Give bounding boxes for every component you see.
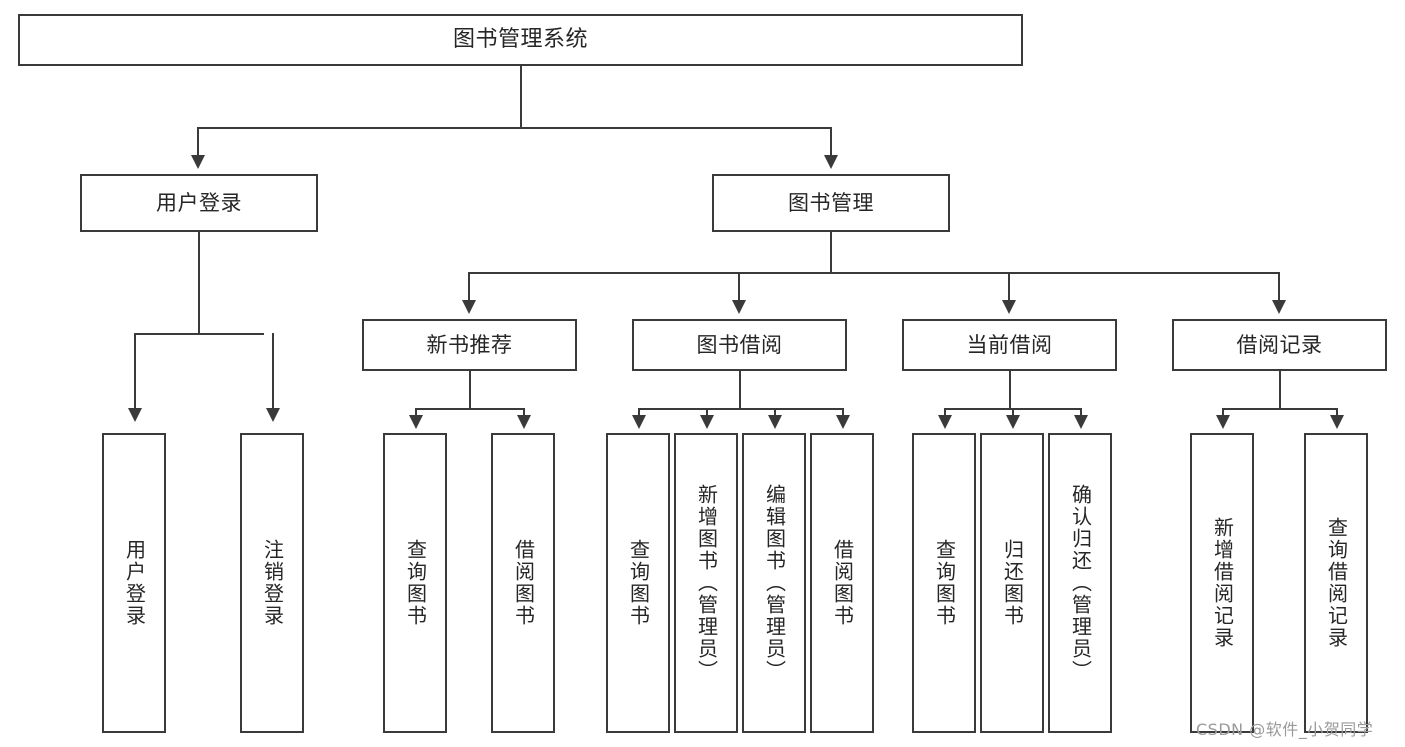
arrowhead-to-current-borrow	[1002, 300, 1016, 314]
leaf-current-query-book[interactable]: 查询图书	[912, 433, 976, 733]
node-label: 图书借阅	[696, 332, 783, 357]
node-label: 查询图书	[932, 539, 957, 627]
leaf-records-query-record[interactable]: 查询借阅记录	[1304, 433, 1368, 733]
node-label: 编辑图书（管理员）	[762, 484, 787, 682]
connector-current-borrow-drop-1	[944, 408, 946, 420]
arrowhead-book-borrow-leaf-1	[632, 415, 646, 429]
arrowhead-current-borrow-leaf-1	[938, 415, 952, 429]
arrowhead-current-borrow-leaf-3	[1074, 415, 1088, 429]
connector-borrow-records-drop-1	[1222, 408, 1224, 420]
node-label: 当前借阅	[966, 332, 1053, 357]
arrowhead-to-book-borrow	[732, 300, 746, 314]
connector-new-book-stem	[469, 371, 471, 409]
connector-book-borrow-drop-3	[774, 408, 776, 420]
connector-borrow-records-drop-2	[1336, 408, 1338, 420]
node-new-book-recommend[interactable]: 新书推荐	[362, 319, 577, 371]
connector-user-login-stem	[198, 232, 200, 334]
arrowhead-book-borrow-leaf-4	[836, 415, 850, 429]
connector-to-current-borrow	[1008, 272, 1010, 304]
connector-book-borrow-drop-4	[842, 408, 844, 420]
node-label: 新书推荐	[426, 332, 513, 357]
connector-current-borrow-drop-3	[1080, 408, 1082, 420]
connector-current-borrow-stem	[1009, 371, 1011, 409]
node-book-manage[interactable]: 图书管理	[712, 174, 950, 232]
node-label: 用户登录	[122, 539, 147, 627]
connector-user-login-bar	[134, 333, 264, 335]
connector-new-book-drop-1	[415, 408, 417, 420]
node-root-system[interactable]: 图书管理系统	[18, 14, 1023, 66]
leaf-borrow-edit-book-admin[interactable]: 编辑图书（管理员）	[742, 433, 806, 733]
connector-new-book-drop-2	[523, 408, 525, 420]
node-label: 借阅记录	[1236, 332, 1323, 357]
node-book-borrow[interactable]: 图书借阅	[632, 319, 847, 371]
arrowhead-user-login-leaf-2	[266, 408, 280, 422]
leaf-borrow-query-book[interactable]: 查询图书	[606, 433, 670, 733]
connector-book-borrow-bar	[638, 408, 842, 410]
arrowhead-borrow-records-leaf-2	[1330, 415, 1344, 429]
connector-borrow-records-bar	[1222, 408, 1338, 410]
leaf-borrow-add-book-admin[interactable]: 新增图书（管理员）	[674, 433, 738, 733]
arrowhead-book-borrow-leaf-3	[768, 415, 782, 429]
connector-level2-bar	[197, 127, 832, 129]
node-label: 新增借阅记录	[1210, 517, 1235, 649]
arrowhead-to-user-login	[191, 155, 205, 169]
arrowhead-to-borrow-records	[1272, 300, 1286, 314]
connector-to-user-login	[197, 127, 199, 159]
connector-book-manage-stem	[830, 232, 832, 274]
leaf-recommend-borrow-book[interactable]: 借阅图书	[491, 433, 555, 733]
connector-borrow-records-stem	[1279, 371, 1281, 409]
leaf-borrow-borrow-book[interactable]: 借阅图书	[810, 433, 874, 733]
connector-to-borrow-records	[1278, 272, 1280, 304]
arrowhead-current-borrow-leaf-2	[1006, 415, 1020, 429]
leaf-records-add-record[interactable]: 新增借阅记录	[1190, 433, 1254, 733]
node-label: 图书管理系统	[452, 27, 588, 53]
arrowhead-new-book-leaf-1	[409, 415, 423, 429]
node-label: 查询借阅记录	[1324, 517, 1349, 649]
arrowhead-user-login-leaf-1	[128, 408, 142, 422]
leaf-current-confirm-return-admin[interactable]: 确认归还（管理员）	[1048, 433, 1112, 733]
connector-book-borrow-drop-1	[638, 408, 640, 420]
connector-user-login-drop-1	[134, 333, 136, 411]
connector-to-new-book	[468, 272, 470, 304]
connector-to-book-borrow	[738, 272, 740, 304]
arrowhead-to-book-manage	[824, 155, 838, 169]
leaf-user-login[interactable]: 用户登录	[102, 433, 166, 733]
arrowhead-borrow-records-leaf-1	[1216, 415, 1230, 429]
connector-book-borrow-drop-2	[706, 408, 708, 420]
node-label: 注销登录	[260, 539, 285, 627]
connector-root-stem	[520, 66, 522, 128]
connector-new-book-bar	[415, 408, 525, 410]
connector-book-borrow-stem	[739, 371, 741, 409]
node-label: 新增图书（管理员）	[694, 484, 719, 682]
node-label: 查询图书	[626, 539, 651, 627]
node-label: 归还图书	[1000, 539, 1025, 627]
node-label: 借阅图书	[830, 539, 855, 627]
node-label: 确认归还（管理员）	[1068, 484, 1093, 682]
node-label: 用户登录	[156, 190, 242, 215]
watermark-text: CSDN @软件_小贺同学	[1196, 720, 1374, 739]
leaf-recommend-query-book[interactable]: 查询图书	[383, 433, 447, 733]
node-label: 借阅图书	[511, 539, 536, 627]
node-label: 图书管理	[788, 190, 874, 215]
node-user-login[interactable]: 用户登录	[80, 174, 318, 232]
leaf-current-return-book[interactable]: 归还图书	[980, 433, 1044, 733]
arrowhead-book-borrow-leaf-2	[700, 415, 714, 429]
node-label: 查询图书	[403, 539, 428, 627]
arrowhead-new-book-leaf-2	[517, 415, 531, 429]
node-borrow-records[interactable]: 借阅记录	[1172, 319, 1387, 371]
connector-level3-bar	[468, 272, 1278, 274]
connector-to-book-manage	[830, 127, 832, 159]
node-current-borrow[interactable]: 当前借阅	[902, 319, 1117, 371]
leaf-logout[interactable]: 注销登录	[240, 433, 304, 733]
connector-user-login-drop-2	[272, 333, 274, 411]
arrowhead-to-new-book	[462, 300, 476, 314]
connector-current-borrow-drop-2	[1012, 408, 1014, 420]
